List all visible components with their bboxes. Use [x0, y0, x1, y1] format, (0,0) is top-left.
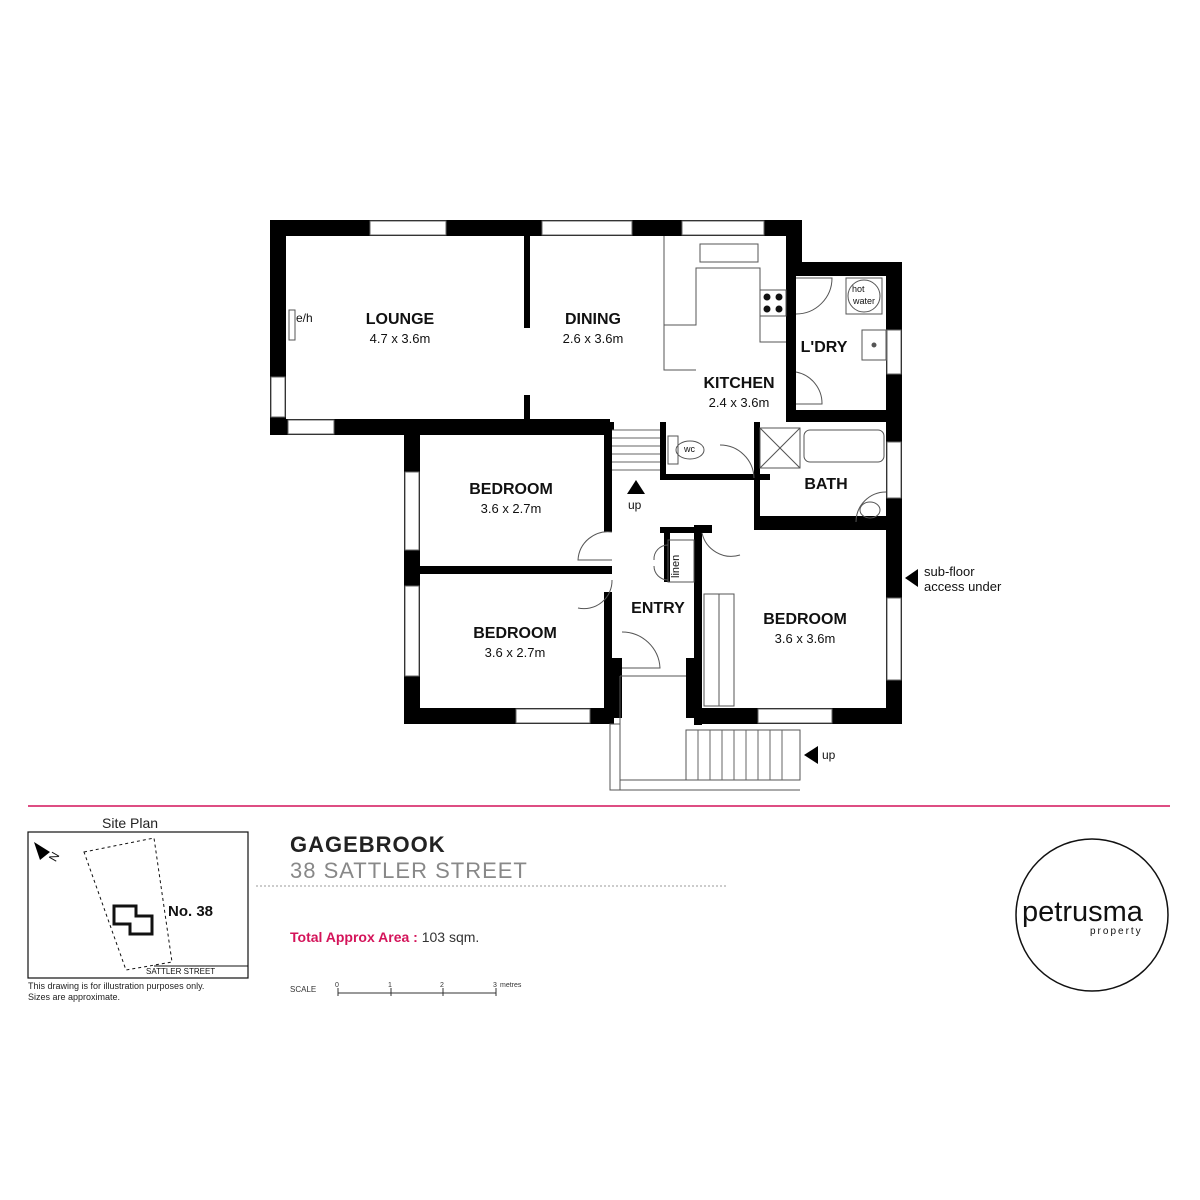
hot-water-label-line1: hot [852, 284, 865, 294]
heater-label: e/h [296, 311, 313, 325]
scale-unit: metres [500, 982, 522, 989]
room-dim-lounge: 4.7 x 3.6m [369, 331, 431, 346]
room-dim-bedroom-2: 3.6 x 2.7m [484, 645, 546, 660]
linen-cupboard [653, 539, 695, 583]
room-dim-dining: 2.6 x 3.6m [562, 331, 624, 346]
room-name-lounge: LOUNGE [365, 311, 435, 328]
cooktop-icon [759, 289, 787, 317]
front-stairs-up-label: up [822, 748, 836, 762]
room-name-laundry: L'DRY [800, 339, 848, 356]
scale-tick-1: 1 [388, 982, 392, 989]
bath-fixtures [759, 427, 887, 523]
disclaimer-line1: This drawing is for illustration purpose… [28, 981, 205, 991]
site-plan-frame [27, 831, 249, 979]
room-name-bath: BATH [804, 476, 848, 493]
site-plan-street-label: SATTLER STREET [146, 967, 216, 976]
laundry-fixtures [845, 277, 887, 361]
scale-tick-3: 3 [493, 982, 497, 989]
total-area: Total Approx Area : 103 sqm. [290, 929, 479, 945]
inner-stairs [612, 429, 660, 471]
scale-bar [337, 988, 497, 996]
total-area-value: 103 sqm. [417, 929, 480, 945]
brand-logo-tagline: property [1090, 926, 1143, 937]
room-dim-bedroom-3: 3.6 x 3.6m [774, 631, 836, 646]
hot-water-label-line2: water [853, 296, 876, 306]
brand-logo-name: petrusma [1022, 896, 1143, 928]
doors [577, 277, 833, 669]
disclaimer: This drawing is for illustration purpose… [28, 981, 204, 1003]
subfloor-arrow-icon [905, 569, 918, 587]
wardrobe [703, 593, 735, 707]
walls [270, 220, 902, 725]
disclaimer-line2: Sizes are approximate. [28, 992, 121, 1002]
site-plan-title: Site Plan [102, 815, 159, 831]
room-name-bedroom-3: BEDROOM [763, 611, 847, 628]
room-name-bedroom-2: BEDROOM [473, 625, 557, 642]
wc-fixture [667, 435, 705, 465]
front-up-arrow [804, 746, 818, 764]
property-suburb: GAGEBROOK [290, 832, 446, 857]
room-name-bedroom-1: BEDROOM [469, 481, 553, 498]
room-name-kitchen: KITCHEN [703, 375, 775, 392]
site-plan-house-outline [112, 904, 154, 936]
front-stairs [697, 730, 783, 780]
inner-stairs-up-label: up [628, 498, 642, 512]
site-plan-lot-label: No. 38 [168, 903, 214, 920]
kitchen-benches [663, 236, 786, 371]
property-address: 38 SATTLER STREET [290, 858, 528, 883]
wc-label: wc [684, 444, 695, 454]
scale-tick-0: 0 [335, 982, 339, 989]
subfloor-note-line1: sub-floor [924, 564, 975, 579]
linen-label: linen [670, 554, 682, 578]
room-name-entry: ENTRY [631, 600, 685, 617]
north-arrow-icon [34, 842, 50, 860]
front-porch [609, 675, 801, 791]
heater-icon [288, 309, 296, 341]
site-plan-lot-outline [83, 837, 173, 971]
brand-logo-circle [1015, 838, 1169, 992]
scale-label: SCALE [290, 985, 317, 994]
windows [270, 220, 902, 724]
subfloor-note-line2: access under [924, 579, 1002, 594]
room-name-dining: DINING [565, 311, 621, 328]
stairs-up-arrow [627, 480, 645, 494]
total-area-label: Total Approx Area : [290, 929, 418, 945]
room-dim-bedroom-1: 3.6 x 2.7m [480, 501, 542, 516]
scale-tick-2: 2 [440, 982, 444, 989]
room-dim-kitchen: 2.4 x 3.6m [708, 395, 770, 410]
